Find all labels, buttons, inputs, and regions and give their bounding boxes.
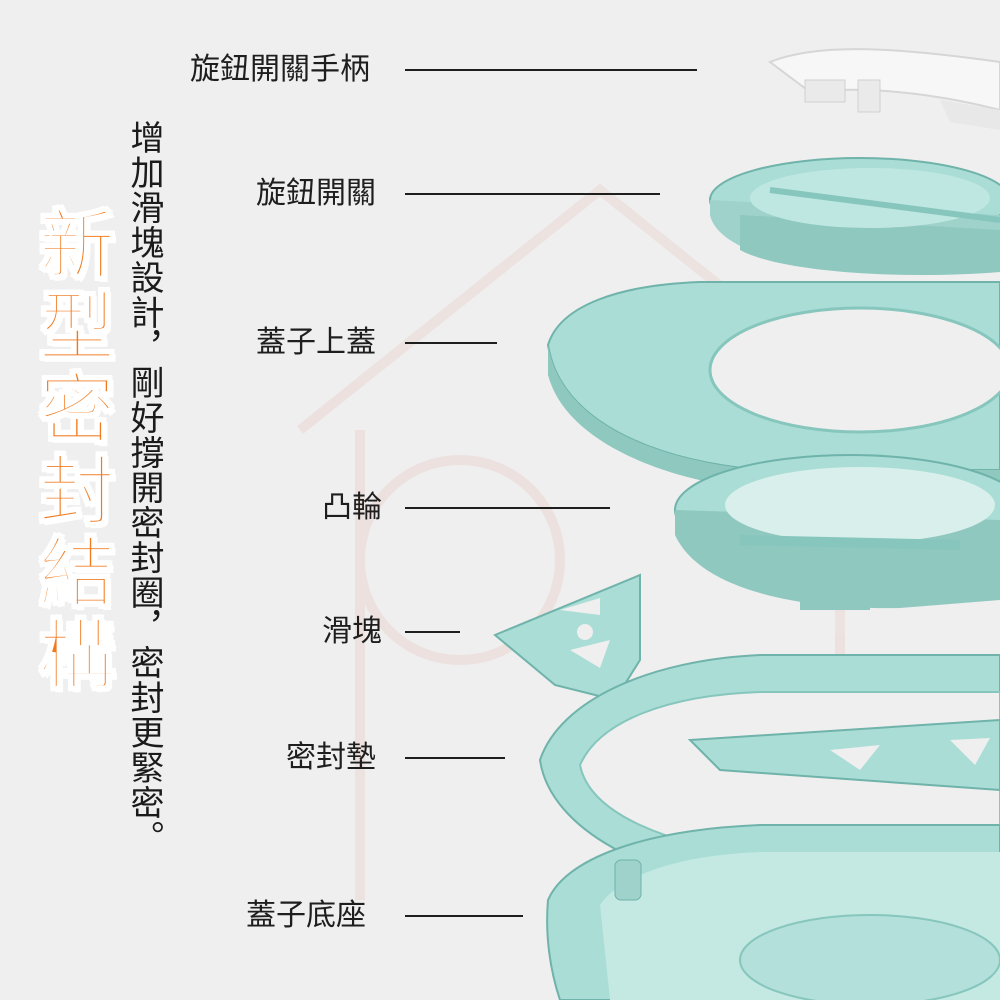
part-lid-base: [546, 824, 1000, 1000]
label-knob-handle: 旋鈕開關手柄: [190, 52, 370, 87]
label-slider: 滑塊: [322, 614, 382, 649]
leader-lid-top: [405, 342, 497, 344]
part-knob-switch: [709, 157, 1000, 276]
part-slider: [493, 573, 641, 702]
label-seal-gasket: 密封墊: [286, 740, 376, 775]
main-title: 新型密封結構: [25, 204, 116, 698]
leader-slider: [405, 631, 460, 633]
leader-lid-base: [405, 915, 523, 917]
part-knob-handle: [767, 48, 1000, 130]
label-cam-wheel: 凸輪: [322, 490, 382, 525]
label-lid-base: 蓋子底座: [246, 898, 366, 933]
label-knob-switch: 旋鈕開關: [256, 176, 376, 211]
part-cam-wheel: [674, 454, 1000, 610]
feature-description: 增加滑塊設計，剛好撐開密封圈，密封更緊密。: [124, 120, 164, 855]
leader-knob-switch: [405, 193, 660, 195]
leader-cam-wheel: [405, 507, 610, 509]
label-lid-top: 蓋子上蓋: [256, 325, 376, 360]
leader-seal-gasket: [405, 757, 505, 759]
leader-knob-handle: [405, 69, 697, 71]
part-lid-top: [546, 281, 1000, 490]
